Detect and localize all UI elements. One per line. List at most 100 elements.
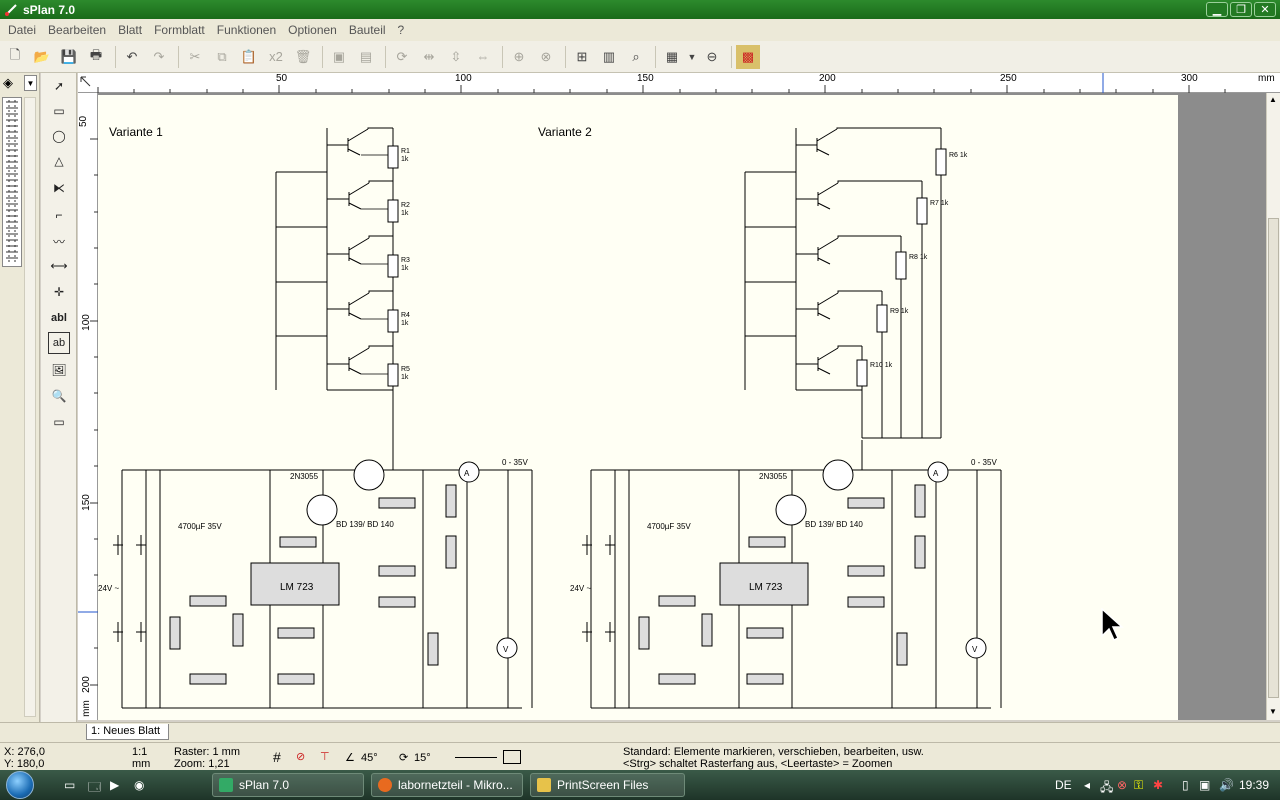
ruler-corner-icon[interactable] bbox=[80, 76, 92, 88]
task-splan[interactable]: sPlan 7.0 bbox=[212, 773, 364, 797]
select-arrow-icon[interactable]: ➚ bbox=[53, 79, 65, 93]
maximize-button[interactable]: ❐ bbox=[1230, 2, 1252, 17]
sheet-tab-1[interactable]: 1: Neues Blatt bbox=[86, 724, 170, 740]
text-tool-icon[interactable]: abl bbox=[51, 312, 67, 324]
mirror-icon[interactable]: ⇔ bbox=[476, 49, 490, 64]
grid-toggle-icon[interactable]: # bbox=[273, 749, 281, 765]
network-tray-icon[interactable]: 🖧 bbox=[1100, 780, 1114, 794]
cut-icon[interactable]: ✂ bbox=[189, 48, 201, 64]
task-printscreen-label: PrintScreen Files bbox=[557, 778, 649, 792]
start-button[interactable] bbox=[6, 771, 34, 799]
measure-tool-icon[interactable]: ▭ bbox=[53, 415, 65, 429]
delete-icon[interactable]: 🗑 bbox=[294, 48, 312, 64]
language-indicator[interactable]: DE bbox=[1055, 778, 1072, 792]
to-front-icon[interactable]: ▣ bbox=[332, 48, 346, 64]
library-icon[interactable]: ▥ bbox=[602, 48, 616, 64]
close-button[interactable]: ✕ bbox=[1254, 2, 1276, 17]
magnet-icon[interactable]: ⊤ bbox=[320, 751, 330, 763]
copy-icon[interactable]: ⧉ bbox=[217, 48, 227, 64]
undo-icon[interactable]: ↶ bbox=[126, 48, 138, 64]
duplicate-button[interactable]: x2 bbox=[269, 49, 283, 64]
dropdown-icon[interactable]: ▼ bbox=[687, 51, 697, 62]
image-tool-icon[interactable]: 🖼 bbox=[51, 363, 67, 377]
open-icon[interactable]: 📂 bbox=[33, 48, 51, 64]
menu-blatt[interactable]: Blatt bbox=[118, 23, 143, 37]
volume-tray-icon[interactable]: 🔊 bbox=[1219, 778, 1234, 792]
rotate-icon[interactable]: ⟳ bbox=[396, 48, 408, 64]
coord-y: Y: 180,0 bbox=[4, 758, 45, 770]
ungroup-icon[interactable]: ⊗ bbox=[540, 48, 552, 64]
firefox-icon[interactable]: ◉ bbox=[134, 778, 145, 792]
search-icon[interactable]: ⌕ bbox=[632, 48, 640, 64]
symbol-list[interactable] bbox=[2, 97, 22, 267]
library-scrollbar[interactable] bbox=[24, 97, 36, 717]
new-icon[interactable]: 🗋 bbox=[9, 46, 21, 62]
group-icon[interactable]: ⊕ bbox=[513, 48, 525, 64]
show-desktop-icon[interactable]: ▭ bbox=[64, 778, 76, 792]
line-tool-icon[interactable]: ⌐ bbox=[55, 208, 63, 222]
save-icon[interactable]: 💾 bbox=[60, 48, 78, 64]
polygon-tool-icon[interactable]: △ bbox=[54, 154, 64, 168]
menu-datei[interactable]: Datei bbox=[8, 23, 37, 37]
redo-icon[interactable]: ↷ bbox=[153, 48, 165, 64]
to-back-icon[interactable]: ▤ bbox=[359, 48, 373, 64]
zoom-icon[interactable]: ⊖ bbox=[706, 48, 718, 64]
line-width-preview[interactable] bbox=[455, 757, 497, 758]
vruler-label-200: 200 bbox=[80, 676, 92, 693]
v1-input-label: 24V ~ bbox=[98, 584, 119, 593]
bezier-tool-icon[interactable]: ⧔ bbox=[53, 181, 65, 195]
v2-power-supply bbox=[582, 440, 1002, 709]
menu-optionen[interactable]: Optionen bbox=[288, 23, 337, 37]
explorer-icon[interactable]: 🗔 bbox=[88, 780, 102, 794]
clock[interactable]: 19:39 bbox=[1239, 778, 1270, 792]
snap-icon[interactable]: ⊘ bbox=[296, 751, 306, 763]
key-tray-icon[interactable]: ⚿ bbox=[1134, 778, 1144, 792]
scroll-down-icon[interactable]: ▼ bbox=[1269, 707, 1277, 716]
fill-preview[interactable] bbox=[503, 750, 521, 764]
mirror-h-icon[interactable]: ⇹ bbox=[423, 48, 435, 64]
display-tray-icon[interactable]: ▣ bbox=[1199, 778, 1211, 792]
tray-expand-icon[interactable]: ◂ bbox=[1084, 778, 1091, 792]
security-tray-icon[interactable]: ⊗ bbox=[1117, 778, 1128, 792]
ruler-label-150: 150 bbox=[637, 73, 654, 84]
scroll-up-icon[interactable]: ▲ bbox=[1269, 95, 1277, 104]
minimize-button[interactable]: ▁ bbox=[1206, 2, 1228, 17]
menu-bauteil[interactable]: Bauteil bbox=[348, 23, 386, 37]
dimension-tool-icon[interactable]: ⟷ bbox=[50, 259, 68, 273]
menu-funktionen[interactable]: Funktionen bbox=[216, 23, 277, 37]
angle2-icon[interactable]: ⟳ bbox=[399, 752, 409, 764]
angle1-icon[interactable]: ∠ bbox=[345, 752, 355, 764]
layer-icon[interactable]: ◈ bbox=[3, 75, 13, 90]
ellipse-tool-icon[interactable]: ◯ bbox=[52, 129, 66, 143]
polyline-tool-icon[interactable]: 〰 bbox=[52, 234, 65, 249]
paste-icon[interactable]: 📋 bbox=[240, 48, 258, 64]
layers-icon[interactable]: ▩ bbox=[736, 44, 760, 69]
component-icon[interactable]: ⊞ bbox=[576, 48, 588, 64]
task-firefox[interactable]: labornetzteil - Mikro... bbox=[371, 773, 523, 797]
menu-formblatt[interactable]: Formblatt bbox=[154, 23, 205, 37]
library-panel: ◈ ▼ + − ⊞ bbox=[0, 73, 40, 741]
layer-dropdown[interactable]: ▼ bbox=[24, 75, 37, 91]
canvas-vertical-scrollbar[interactable]: ▲ ▼ bbox=[1266, 93, 1280, 720]
angle2-value[interactable]: 15° bbox=[414, 752, 431, 764]
task-printscreen[interactable]: PrintScreen Files bbox=[530, 773, 685, 797]
v1-power-labels: 0 - 35V LM 723 2N3055 BD 139/ BD 140 470… bbox=[98, 458, 528, 654]
device-tray-icon[interactable]: ▯ bbox=[1182, 778, 1189, 792]
menu-help[interactable]: ? bbox=[397, 23, 405, 37]
angle1-value[interactable]: 45° bbox=[361, 752, 378, 764]
grid-icon[interactable]: ▦ bbox=[665, 48, 679, 64]
zoom-value: Zoom: 1,21 bbox=[174, 758, 230, 770]
print-icon[interactable]: 🖶 bbox=[89, 46, 103, 62]
junction-tool-icon[interactable]: ✛ bbox=[53, 285, 65, 299]
media-player-icon[interactable]: ▶ bbox=[110, 778, 120, 792]
scroll-thumb[interactable] bbox=[1268, 218, 1279, 698]
magnifier-icon[interactable]: 🔍 bbox=[51, 389, 67, 403]
antivirus-tray-icon[interactable]: ✱ bbox=[1153, 778, 1164, 792]
textbox-tool-icon[interactable]: ab bbox=[48, 332, 70, 354]
mirror-v-icon[interactable]: ⇳ bbox=[450, 48, 462, 64]
menu-bearbeiten[interactable]: Bearbeiten bbox=[48, 23, 107, 37]
rectangle-tool-icon[interactable]: ▭ bbox=[53, 104, 65, 118]
